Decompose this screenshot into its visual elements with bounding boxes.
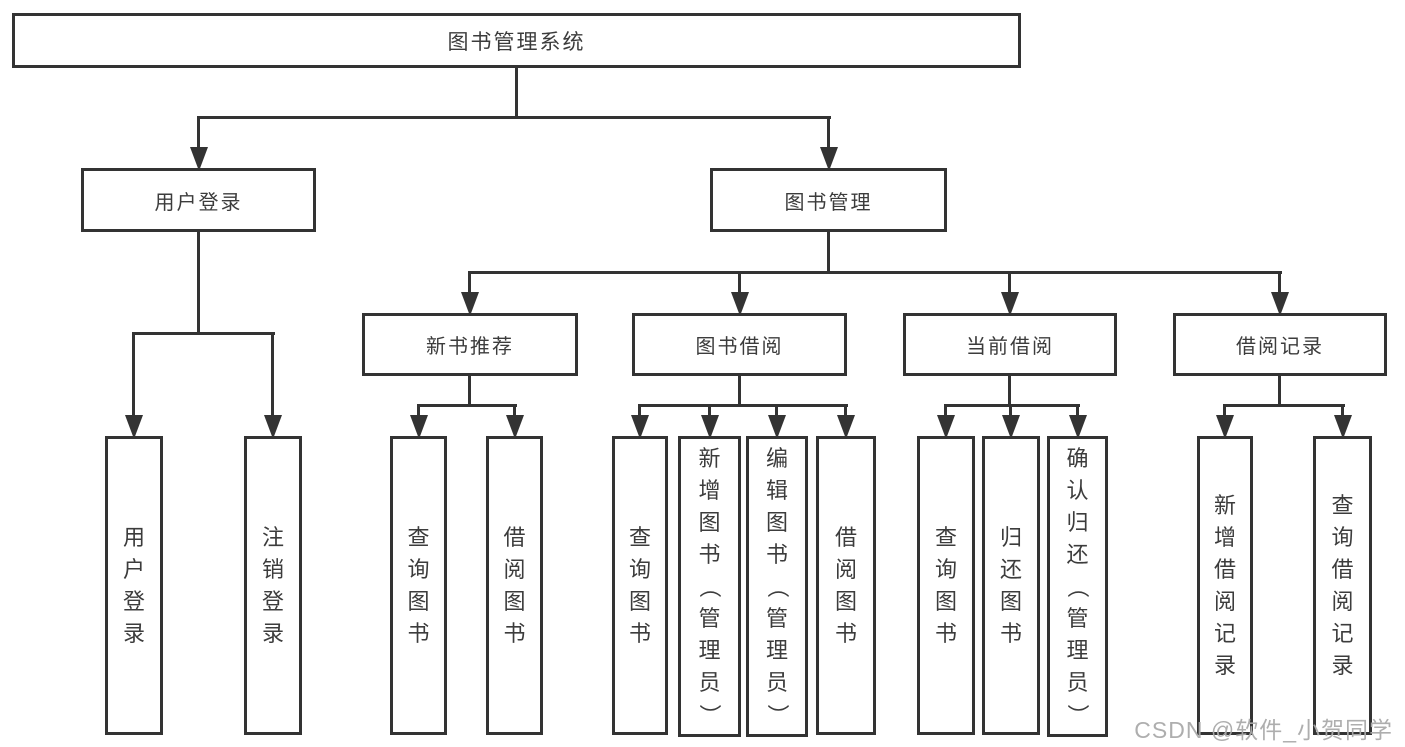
connector-line [1008,271,1011,295]
leaf-query-books-2-label: 查询图书 [628,524,651,646]
node-borrowing-records-label: 借阅记录 [1236,336,1324,358]
connector-line [197,116,831,119]
leaf-query-books-1: 查询图书 [390,436,447,735]
arrow-down-icon [1069,415,1087,439]
leaf-add-book-admin-label: 新增图书（管理员） [697,445,723,726]
arrow-down-icon [1001,292,1019,316]
leaf-query-books-3-label: 查询图书 [934,524,957,646]
leaf-borrow-books-1-label: 借阅图书 [503,524,526,646]
node-book-management-label: 图书管理 [784,191,873,214]
node-borrowing-records: 借阅记录 [1173,313,1387,376]
arrow-down-icon [837,415,855,439]
connector-line [515,67,518,119]
connector-line [708,404,711,418]
leaf-add-borrowing-record-label: 新增借阅记录 [1213,492,1236,678]
node-book-borrowing-label: 图书借阅 [695,336,784,358]
leaf-query-books-3: 查询图书 [917,436,975,735]
leaf-borrow-books-1: 借阅图书 [486,436,543,735]
arrow-down-icon [125,415,143,439]
leaf-query-borrowing-record-label: 查询借阅记录 [1331,492,1354,678]
leaf-borrow-books-2-label: 借阅图书 [834,524,857,646]
node-library-management-system: 图书管理系统 [12,13,1021,68]
connector-line [132,332,275,335]
arrow-down-icon [1271,292,1289,316]
connector-line [1009,404,1012,418]
arrow-down-icon [937,415,955,439]
leaf-confirm-return-admin-label: 确认归还（管理员） [1065,445,1091,726]
connector-line [417,404,517,407]
arrow-down-icon [1216,415,1234,439]
connector-line [638,404,641,418]
connector-line [738,271,741,295]
connector-line [1223,404,1226,418]
connector-line [417,404,420,418]
arrow-down-icon [190,147,208,171]
node-user-login-label: 用户登录 [154,191,243,214]
connector-line [468,375,471,407]
connector-line [844,404,847,418]
leaf-query-books-2: 查询图书 [612,436,668,735]
arrow-down-icon [506,415,524,439]
leaf-user-login: 用户登录 [105,436,163,735]
connector-line [1008,375,1011,407]
arrow-down-icon [701,415,719,439]
leaf-query-books-1-label: 查询图书 [407,524,430,646]
connector-line [738,375,741,407]
arrow-down-icon [820,147,838,171]
node-current-borrowing: 当前借阅 [903,313,1117,376]
connector-line [827,231,830,274]
arrow-down-icon [768,415,786,439]
connector-line [1278,375,1281,407]
leaf-edit-book-admin-label: 编辑图书（管理员） [764,445,790,726]
connector-line [827,116,830,150]
arrow-down-icon [1334,415,1352,439]
node-book-borrowing: 图书借阅 [632,313,847,376]
connector-line [1341,404,1344,418]
connector-line [468,271,471,295]
connector-line [1278,271,1281,295]
leaf-query-borrowing-record: 查询借阅记录 [1313,436,1372,735]
node-new-book-recommend: 新书推荐 [362,313,578,376]
connector-line [197,231,200,335]
arrow-down-icon [410,415,428,439]
connector-line [132,332,135,418]
leaf-borrow-books-2: 借阅图书 [816,436,876,735]
arrow-down-icon [631,415,649,439]
arrow-down-icon [461,292,479,316]
connector-line [197,116,200,150]
leaf-add-book-admin: 新增图书（管理员） [678,436,741,737]
arrow-down-icon [731,292,749,316]
node-book-management: 图书管理 [710,168,947,232]
leaf-logout: 注销登录 [244,436,302,735]
leaf-return-books-label: 归还图书 [999,524,1022,646]
node-new-book-recommend-label: 新书推荐 [426,336,514,358]
connector-line [944,404,1080,407]
connector-line [1076,404,1079,418]
connector-line [775,404,778,418]
node-current-borrowing-label: 当前借阅 [966,336,1054,358]
connector-line [638,404,848,407]
leaf-user-login-label: 用户登录 [122,524,145,646]
arrow-down-icon [1002,415,1020,439]
connector-line [1223,404,1345,407]
leaf-add-borrowing-record: 新增借阅记录 [1197,436,1253,735]
leaf-return-books: 归还图书 [982,436,1040,735]
leaf-logout-label: 注销登录 [261,524,284,646]
connector-line [513,404,516,418]
connector-line [468,271,1282,274]
leaf-edit-book-admin: 编辑图书（管理员） [746,436,808,737]
node-user-login: 用户登录 [81,168,316,232]
arrow-down-icon [264,415,282,439]
leaf-confirm-return-admin: 确认归还（管理员） [1047,436,1108,737]
watermark-csdn: CSDN @软件_小贺同学 [1134,717,1393,743]
node-library-management-system-label: 图书管理系统 [447,30,586,54]
connector-line [271,332,274,418]
connector-line [944,404,947,418]
